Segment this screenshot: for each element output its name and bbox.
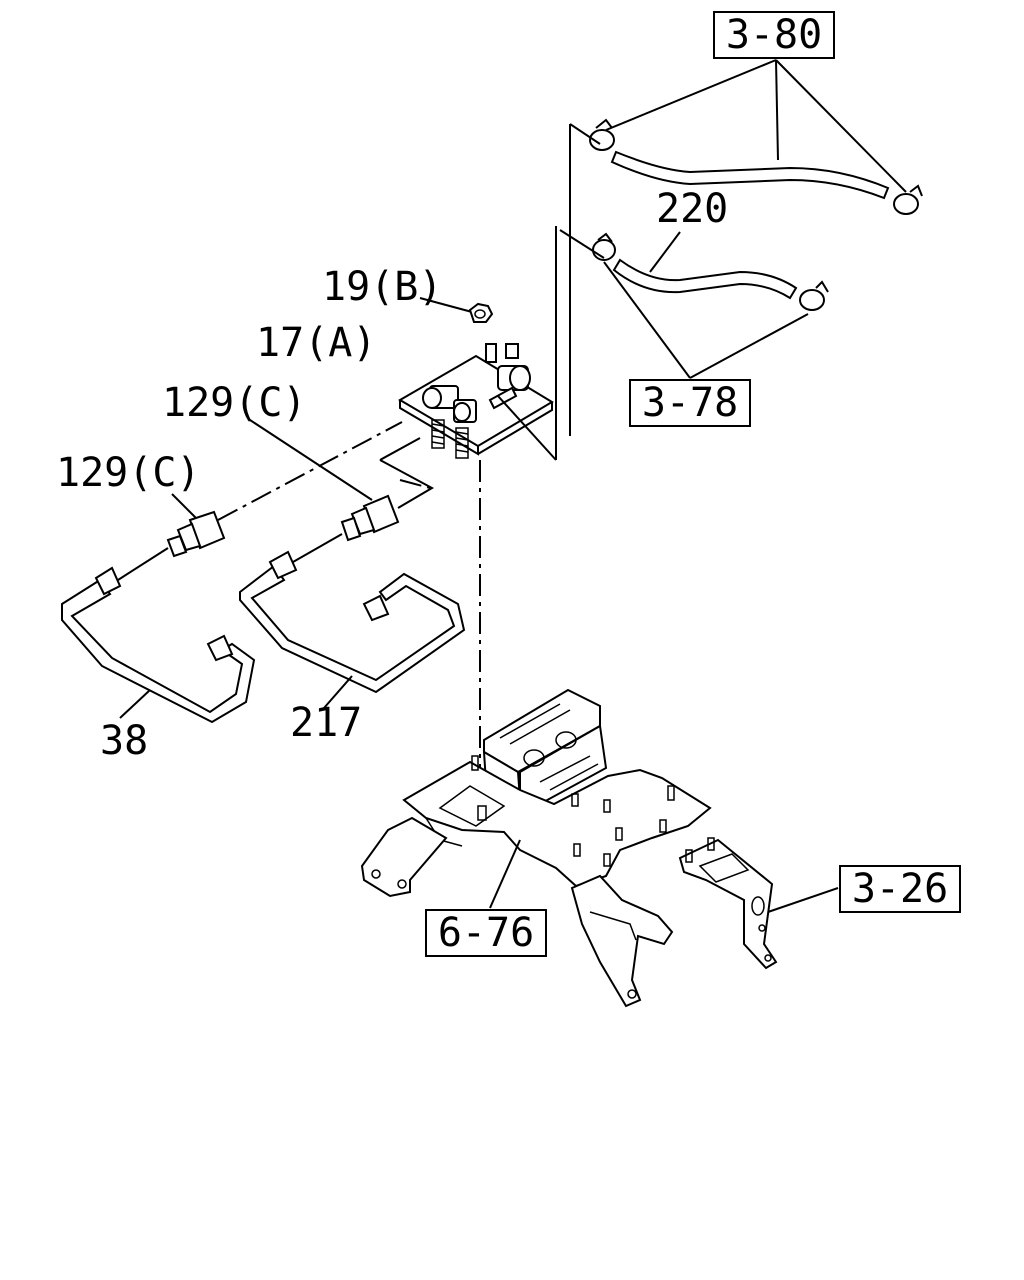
bracket-3-26 [678,837,778,970]
callout-17a: 17(A) [256,320,376,366]
callout-129c-upper: 129(C) [162,380,307,426]
leader-lines-upper [419,59,907,379]
callout-3-26: 3-26 [852,866,948,912]
callout-220: 220 [656,186,728,232]
leader-lines-lower-left [119,419,373,719]
callout-3-78: 3-78 [642,380,738,426]
spring-left-icon [431,419,445,449]
hose-clamp-right-icon [893,184,923,215]
hose-3-80 [589,118,923,215]
pipe-217 [239,550,466,694]
hose-clamp-left-icon [589,118,615,151]
hose-220 [592,232,829,311]
hose-clamp-right-icon [799,280,829,311]
spring-right-icon [455,427,469,459]
stud-icons [471,755,675,867]
callout-box-3-26: 3-26 [839,865,961,913]
callout-box-3-80: 3-80 [713,11,835,59]
connector-129c-left [117,510,226,581]
valve-assembly-17a [398,123,605,461]
callout-6-76: 6-76 [438,910,534,956]
callout-129c-lower: 129(C) [56,450,201,496]
leader-lines-lower-right [489,839,839,913]
dashed-assembly-lines [217,421,481,820]
callout-217: 217 [290,700,362,746]
callout-box-6-76: 6-76 [425,909,547,957]
callout-box-3-78: 3-78 [629,379,751,427]
pipe-38 [61,566,256,724]
hose-clamp-left-icon [592,232,616,261]
callout-19b: 19(B) [322,264,442,310]
bracket-frame-6-76 [360,688,712,1008]
callout-38: 38 [100,718,148,764]
callout-3-80: 3-80 [726,12,822,58]
nut-19b-icon [468,302,494,323]
connector-129c-right [285,494,400,567]
